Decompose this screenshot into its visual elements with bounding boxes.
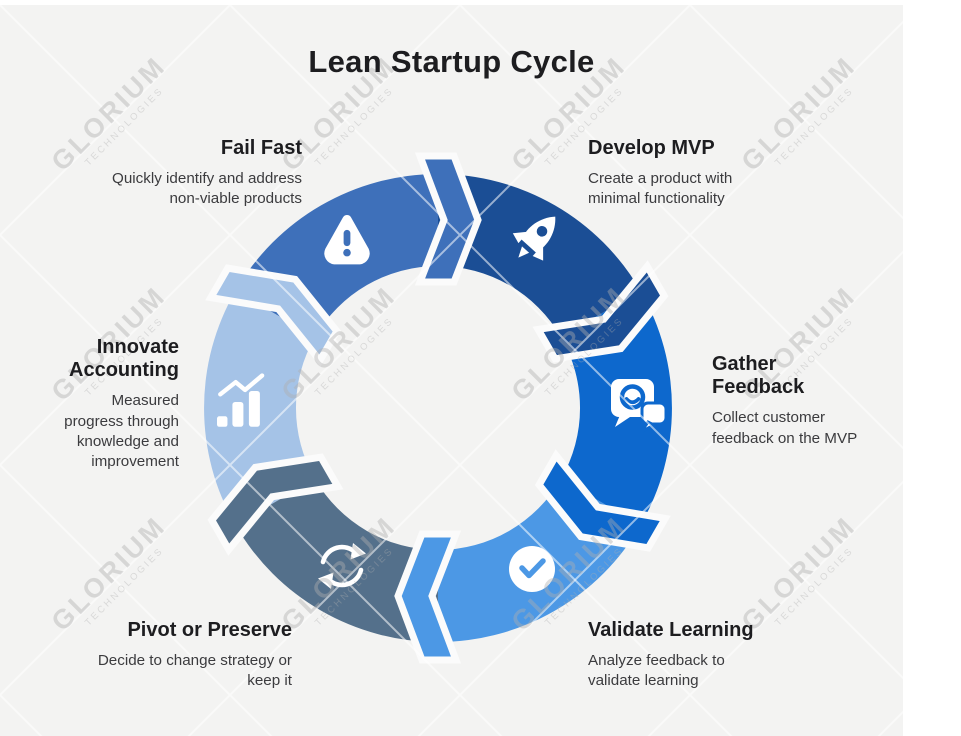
step-description: Quickly identify and address non-viable … xyxy=(112,170,302,208)
step-label-fail-fast: Fail Fast Quickly identify and address n… xyxy=(78,137,302,210)
step-label-gather-feedback: Gather Feedback Collect customer feedbac… xyxy=(712,353,902,449)
step-description: Collect customer feedback on the MVP xyxy=(712,409,858,447)
step-description: Analyze feedback to validate learning xyxy=(588,652,725,690)
step-title: Pivot or Preserve xyxy=(127,619,292,641)
step-description: Decide to change strategy or keep it xyxy=(97,652,292,690)
step-label-develop-mvp: Develop MVP Create a product with minima… xyxy=(588,137,808,210)
page-title: Lean Startup Cycle xyxy=(308,44,595,79)
step-description: Measured progress through knowledge and … xyxy=(64,392,179,471)
step-title: Validate Learning xyxy=(588,619,754,641)
step-label-validate-learning: Validate Learning Analyze feedback to va… xyxy=(588,619,808,692)
step-label-innovate-accounting: Innovate Accounting Measured progress th… xyxy=(38,336,179,472)
step-title: Innovate Accounting xyxy=(69,336,179,382)
step-label-pivot-or-preserve: Pivot or Preserve Decide to change strat… xyxy=(58,619,292,692)
step-description: Create a product with minimal functional… xyxy=(588,170,733,208)
step-title: Gather Feedback xyxy=(712,353,805,399)
step-title: Develop MVP xyxy=(588,137,715,159)
step-title: Fail Fast xyxy=(220,137,302,159)
